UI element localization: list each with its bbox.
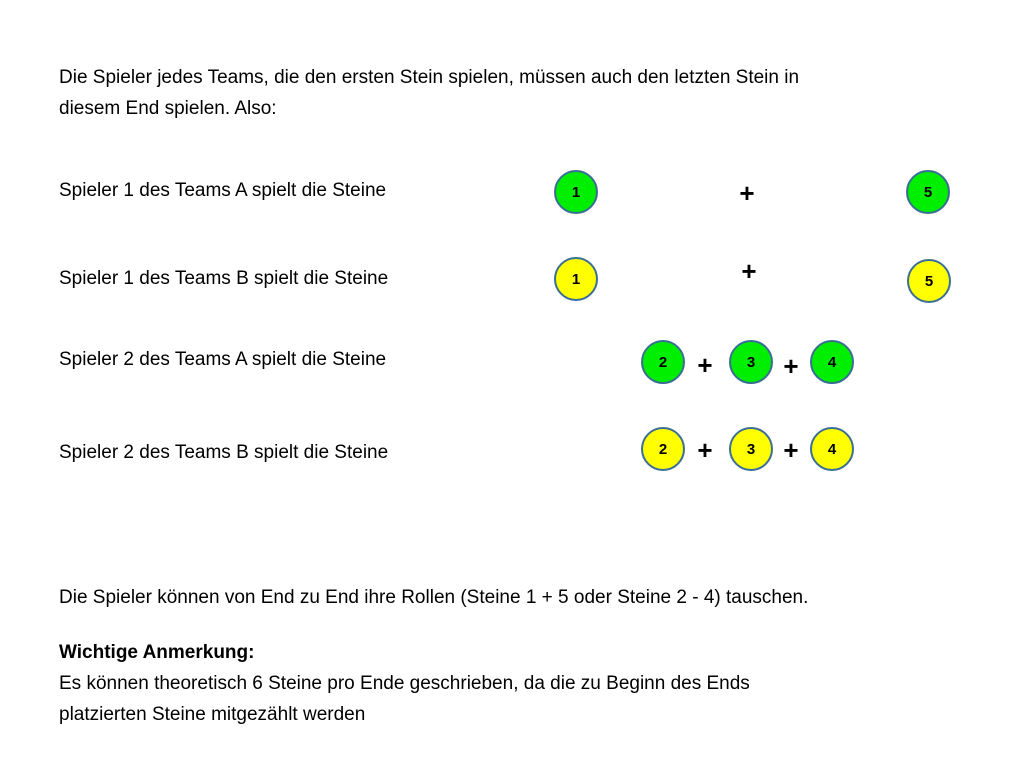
plus-sign: + — [697, 350, 713, 380]
row-label-team-a-player-1: Spieler 1 des Teams A spielt die Steine — [59, 180, 387, 201]
plus-sign: + — [697, 435, 713, 465]
row-label-team-b-player-1: Spieler 1 des Teams B spielt die Steine — [59, 268, 389, 289]
stone-team-a-1: 1 — [554, 170, 598, 214]
stone-team-b-1: 1 — [554, 257, 598, 301]
plus-sign: + — [741, 256, 757, 286]
stone-team-b-2: 2 — [641, 427, 685, 471]
stone-team-a-2: 2 — [641, 340, 685, 384]
row-label-team-a-player-2: Spieler 2 des Teams A spielt die Steine — [59, 349, 387, 370]
note-line-1: Es können theoretisch 6 Steine pro Ende … — [59, 673, 750, 694]
note-line-2: platzierten Steine mitgezählt werden — [59, 704, 366, 725]
stone-team-b-5: 5 — [907, 259, 951, 303]
stone-team-b-3: 3 — [729, 427, 773, 471]
intro-line-2: diesem End spielen. Also: — [59, 98, 277, 119]
intro-line-1: Die Spieler jedes Teams, die den ersten … — [59, 67, 800, 88]
row-label-team-b-player-2: Spieler 2 des Teams B spielt die Steine — [59, 442, 389, 463]
plus-sign: + — [783, 351, 799, 381]
stone-team-b-4: 4 — [810, 427, 854, 471]
stone-team-a-5: 5 — [906, 170, 950, 214]
note-heading: Wichtige Anmerkung: — [59, 642, 255, 663]
roles-text: Die Spieler können von End zu End ihre R… — [59, 587, 809, 608]
plus-sign: + — [783, 435, 799, 465]
stone-team-a-3: 3 — [729, 340, 773, 384]
plus-sign: + — [739, 178, 755, 208]
stone-team-a-4: 4 — [810, 340, 854, 384]
